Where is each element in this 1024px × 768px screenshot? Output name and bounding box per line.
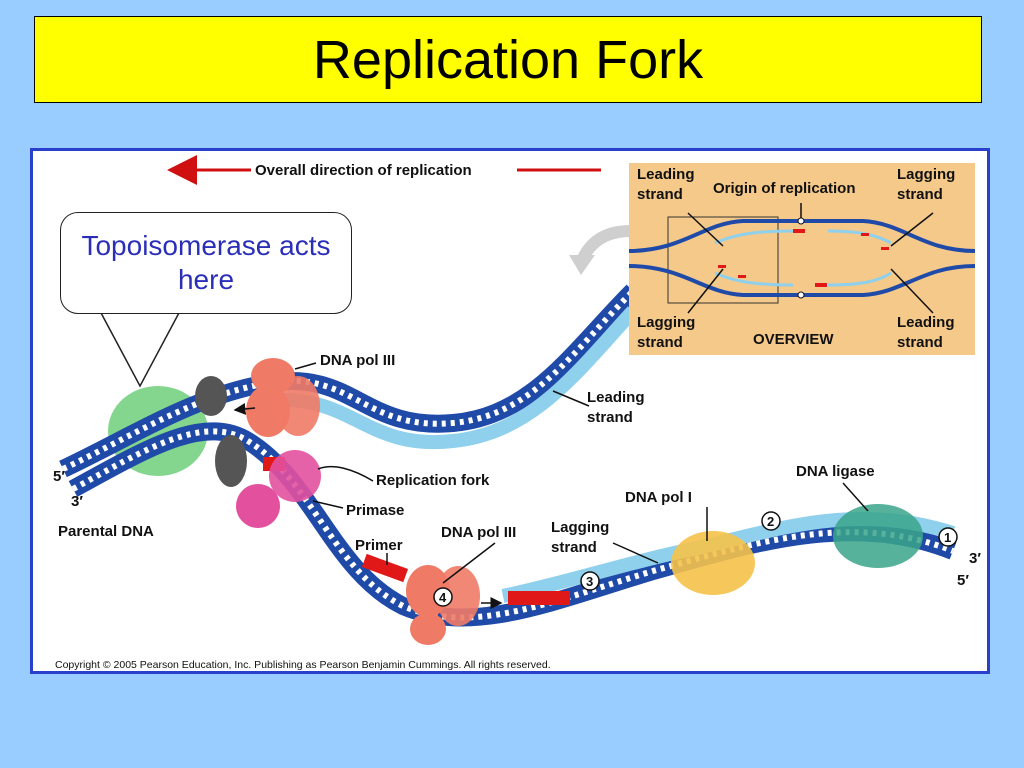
label-lagging-strand: Lagging strand [551,519,610,556]
label-leading-strand: Leading strand [587,389,645,426]
label-3-prime-left: 3′ [71,493,83,510]
primase-enzyme [236,484,280,528]
overview-label-leading-top-left: Leading strand [637,166,695,203]
label-3-prime-right: 3′ [969,550,981,567]
step-2: 2 [767,514,774,529]
leader-lines [294,362,869,584]
dna-ligase-enzyme [833,504,923,568]
dna-pol-i-enzyme [671,531,755,595]
copyright-notice: Copyright © 2005 Pearson Education, Inc.… [55,659,551,671]
topoisomerase-callout: Topoisomerase acts here [60,212,352,314]
label-dna-pol-iii-bottom: DNA pol III [441,524,516,541]
label-5-prime-left: 5′ [53,468,65,485]
label-dna-pol-iii-top: DNA pol III [320,352,395,369]
step-3: 3 [586,574,593,589]
label-dna-ligase: DNA ligase [796,463,875,480]
overview-label-lagging-top-right: Lagging strand [897,166,956,203]
callout-text: Topoisomerase acts here [81,230,331,295]
label-dna-pol-i: DNA pol I [625,489,692,506]
overview-label-lagging-bottom-left: Lagging strand [637,314,696,351]
overview-title: OVERVIEW [753,331,834,348]
label-5-prime-right: 5′ [957,572,969,589]
overview-label-leading-bottom-right: Leading strand [897,314,955,351]
label-primase: Primase [346,502,404,519]
step-4: 4 [439,590,447,605]
zoom-arrow-head [569,255,595,275]
primer-segment [361,553,409,583]
label-replication-fork: Replication fork [376,472,490,489]
replication-diagram: Overall direction of replication [53,155,981,671]
overview-origin-label: Origin of replication [713,180,856,197]
topoisomerase [195,376,227,416]
callout-tail [100,311,181,388]
step-1: 1 [944,530,951,545]
direction-label: Overall direction of replication [255,162,472,179]
leading-template-strand [59,284,640,478]
topoisomerase-lower [215,435,247,487]
dna-pol-iii-top [246,358,320,437]
overview-inset [628,163,976,355]
label-parental-dna: Parental DNA [58,523,154,540]
synthesis-arrow-top [233,402,256,415]
title-banner: Replication Fork [34,16,982,103]
label-primer: Primer [355,537,403,554]
leading-new-strand [262,306,639,450]
step-markers: 1 2 3 4 [433,511,958,607]
replication-fork-figure: Overall direction of replication [30,148,990,674]
direction-arrow: Overall direction of replication [167,155,601,185]
slide-title: Replication Fork [312,29,704,90]
primer-segment-2 [508,591,570,605]
